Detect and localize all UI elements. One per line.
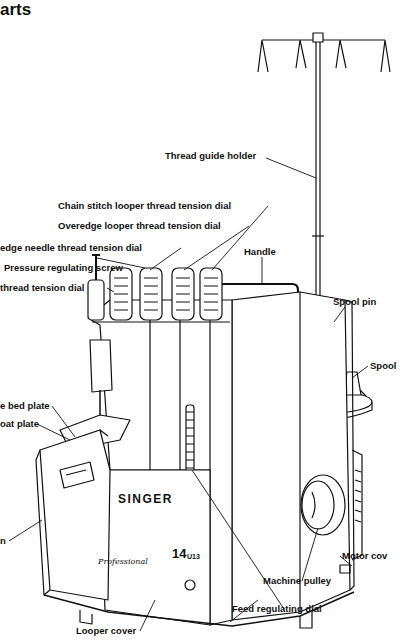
part-label: thread tension dial: [0, 282, 110, 293]
part-label: Handle: [244, 246, 284, 257]
part-label: Overedge looper thread tension dial: [58, 220, 253, 231]
motor-housing: [232, 292, 362, 620]
part-label: Motor cov: [342, 550, 400, 561]
part-label: Spool: [370, 360, 400, 371]
part-label: Thread guide holder: [165, 150, 275, 161]
leader-lines: [9, 158, 368, 631]
looper-cover: [100, 470, 210, 625]
bed-plate: [36, 430, 110, 600]
part-label: Spool pin: [333, 296, 393, 307]
part-label: Looper cover: [76, 625, 146, 636]
feed-dial: [186, 405, 194, 475]
part-label: oat plate: [0, 418, 40, 429]
part-label: Machine pulley: [263, 575, 343, 586]
part-label: n: [0, 535, 12, 546]
part-label: edge needle thread tension dial: [0, 242, 185, 253]
page-title: arts: [0, 0, 31, 20]
part-label: Feed regulating dial: [232, 603, 342, 614]
part-label: Chain stitch looper thread tension dial: [58, 200, 273, 211]
brand-marking: SINGER: [118, 494, 198, 505]
part-label: e bed plate: [0, 400, 56, 411]
brand-marking: Professional: [98, 556, 168, 567]
machine-head: [88, 300, 232, 625]
machine-base: [44, 592, 354, 626]
brand-marking: U13: [187, 551, 209, 562]
part-label: Pressure regulating screw: [4, 262, 149, 273]
brand-marking: 14: [172, 548, 188, 559]
